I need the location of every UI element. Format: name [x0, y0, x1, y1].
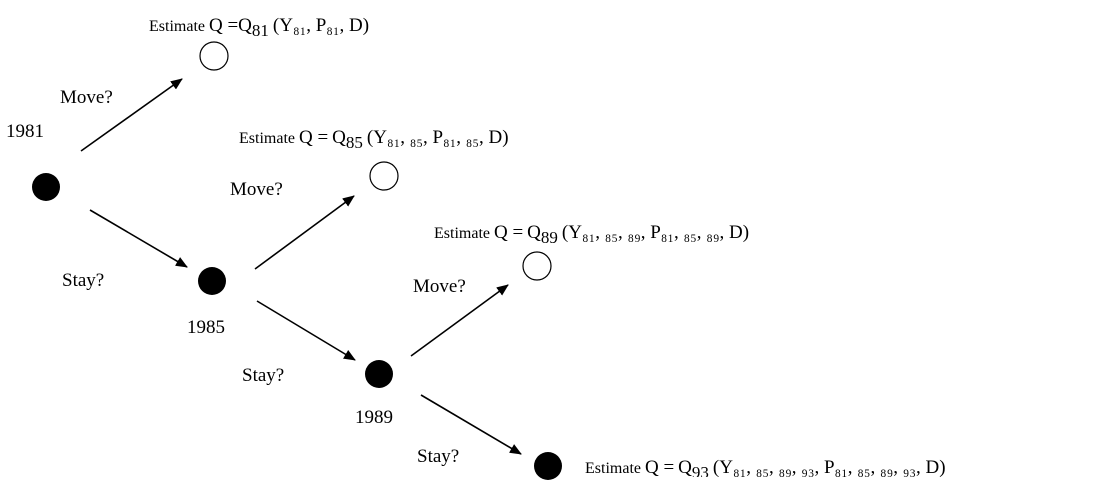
arrow-1981-move	[80, 78, 183, 152]
arrow-1981-stay	[89, 209, 188, 268]
estimate-word: Estimate	[149, 18, 205, 35]
estimate-formula-81: Estimate Q =Q81 (Y₈₁, P₈₁, D)	[149, 15, 370, 39]
estimate-q-symbol: Q	[238, 15, 252, 36]
estimate-q-symbol: Q	[678, 458, 692, 477]
decision-move-1: Move?	[60, 87, 113, 108]
estimate-q-subscript: 93	[691, 463, 709, 477]
estimate-q-subscript: 85	[345, 133, 363, 152]
estimate-q-subscript: 81	[251, 21, 269, 40]
arrow-1985-stay	[256, 300, 356, 361]
node-1989-filled	[365, 360, 393, 388]
estimate-word: Estimate	[585, 460, 641, 477]
year-label-1981: 1981	[6, 121, 44, 142]
estimate-arguments: (Y₈₁, ₈₅, ₈₉, P₈₁, ₈₅, ₈₉, D)	[561, 222, 750, 243]
decision-move-2: Move?	[230, 179, 283, 200]
node-move-89-open	[522, 251, 552, 281]
year-label-1989: 1989	[355, 407, 393, 428]
estimate-q-equals: Q =	[298, 127, 329, 148]
arrow-1989-stay	[420, 394, 522, 455]
estimate-formula-85: Estimate Q = Q85 (Y₈₁, ₈₅, P₈₁, ₈₅, D)	[239, 127, 509, 151]
node-1981-filled	[32, 173, 60, 201]
estimate-q-symbol: Q	[527, 222, 541, 243]
estimate-formula-93: Estimate Q = Q93 (Y₈₁, ₈₅, ₈₉, ₉₃, P₈₁, …	[585, 458, 1103, 477]
node-move-81-open	[199, 41, 229, 71]
estimate-q-equals: Q =	[644, 458, 675, 477]
estimate-word: Estimate	[239, 130, 295, 147]
estimate-q-symbol: Q	[332, 127, 346, 148]
decision-stay-2: Stay?	[242, 365, 285, 386]
estimate-word: Estimate	[434, 225, 490, 242]
year-label-1985: 1985	[187, 317, 225, 338]
estimate-formula-89: Estimate Q = Q89 (Y₈₁, ₈₅, ₈₉, P₈₁, ₈₅, …	[434, 222, 750, 246]
node-move-85-open	[369, 161, 399, 191]
node-1985-filled	[198, 267, 226, 295]
estimate-arguments: (Y₈₁, ₈₅, P₈₁, ₈₅, D)	[366, 127, 509, 148]
decision-stay-3: Stay?	[417, 446, 460, 467]
arrow-1989-move	[410, 284, 509, 357]
node-1993-filled	[534, 452, 562, 480]
estimate-arguments: (Y₈₁, ₈₅, ₈₉, ₉₃, P₈₁, ₈₅, ₈₉, ₉₃, D)	[712, 458, 946, 477]
estimate-q-equals: Q =	[493, 222, 524, 243]
decision-stay-1: Stay?	[62, 270, 105, 291]
decision-move-3: Move?	[413, 276, 466, 297]
estimate-q-subscript: 89	[540, 228, 558, 247]
estimate-arguments: (Y₈₁, P₈₁, D)	[272, 15, 370, 36]
estimate-q-equals: Q =	[208, 15, 239, 36]
arrow-1985-move	[254, 195, 355, 270]
